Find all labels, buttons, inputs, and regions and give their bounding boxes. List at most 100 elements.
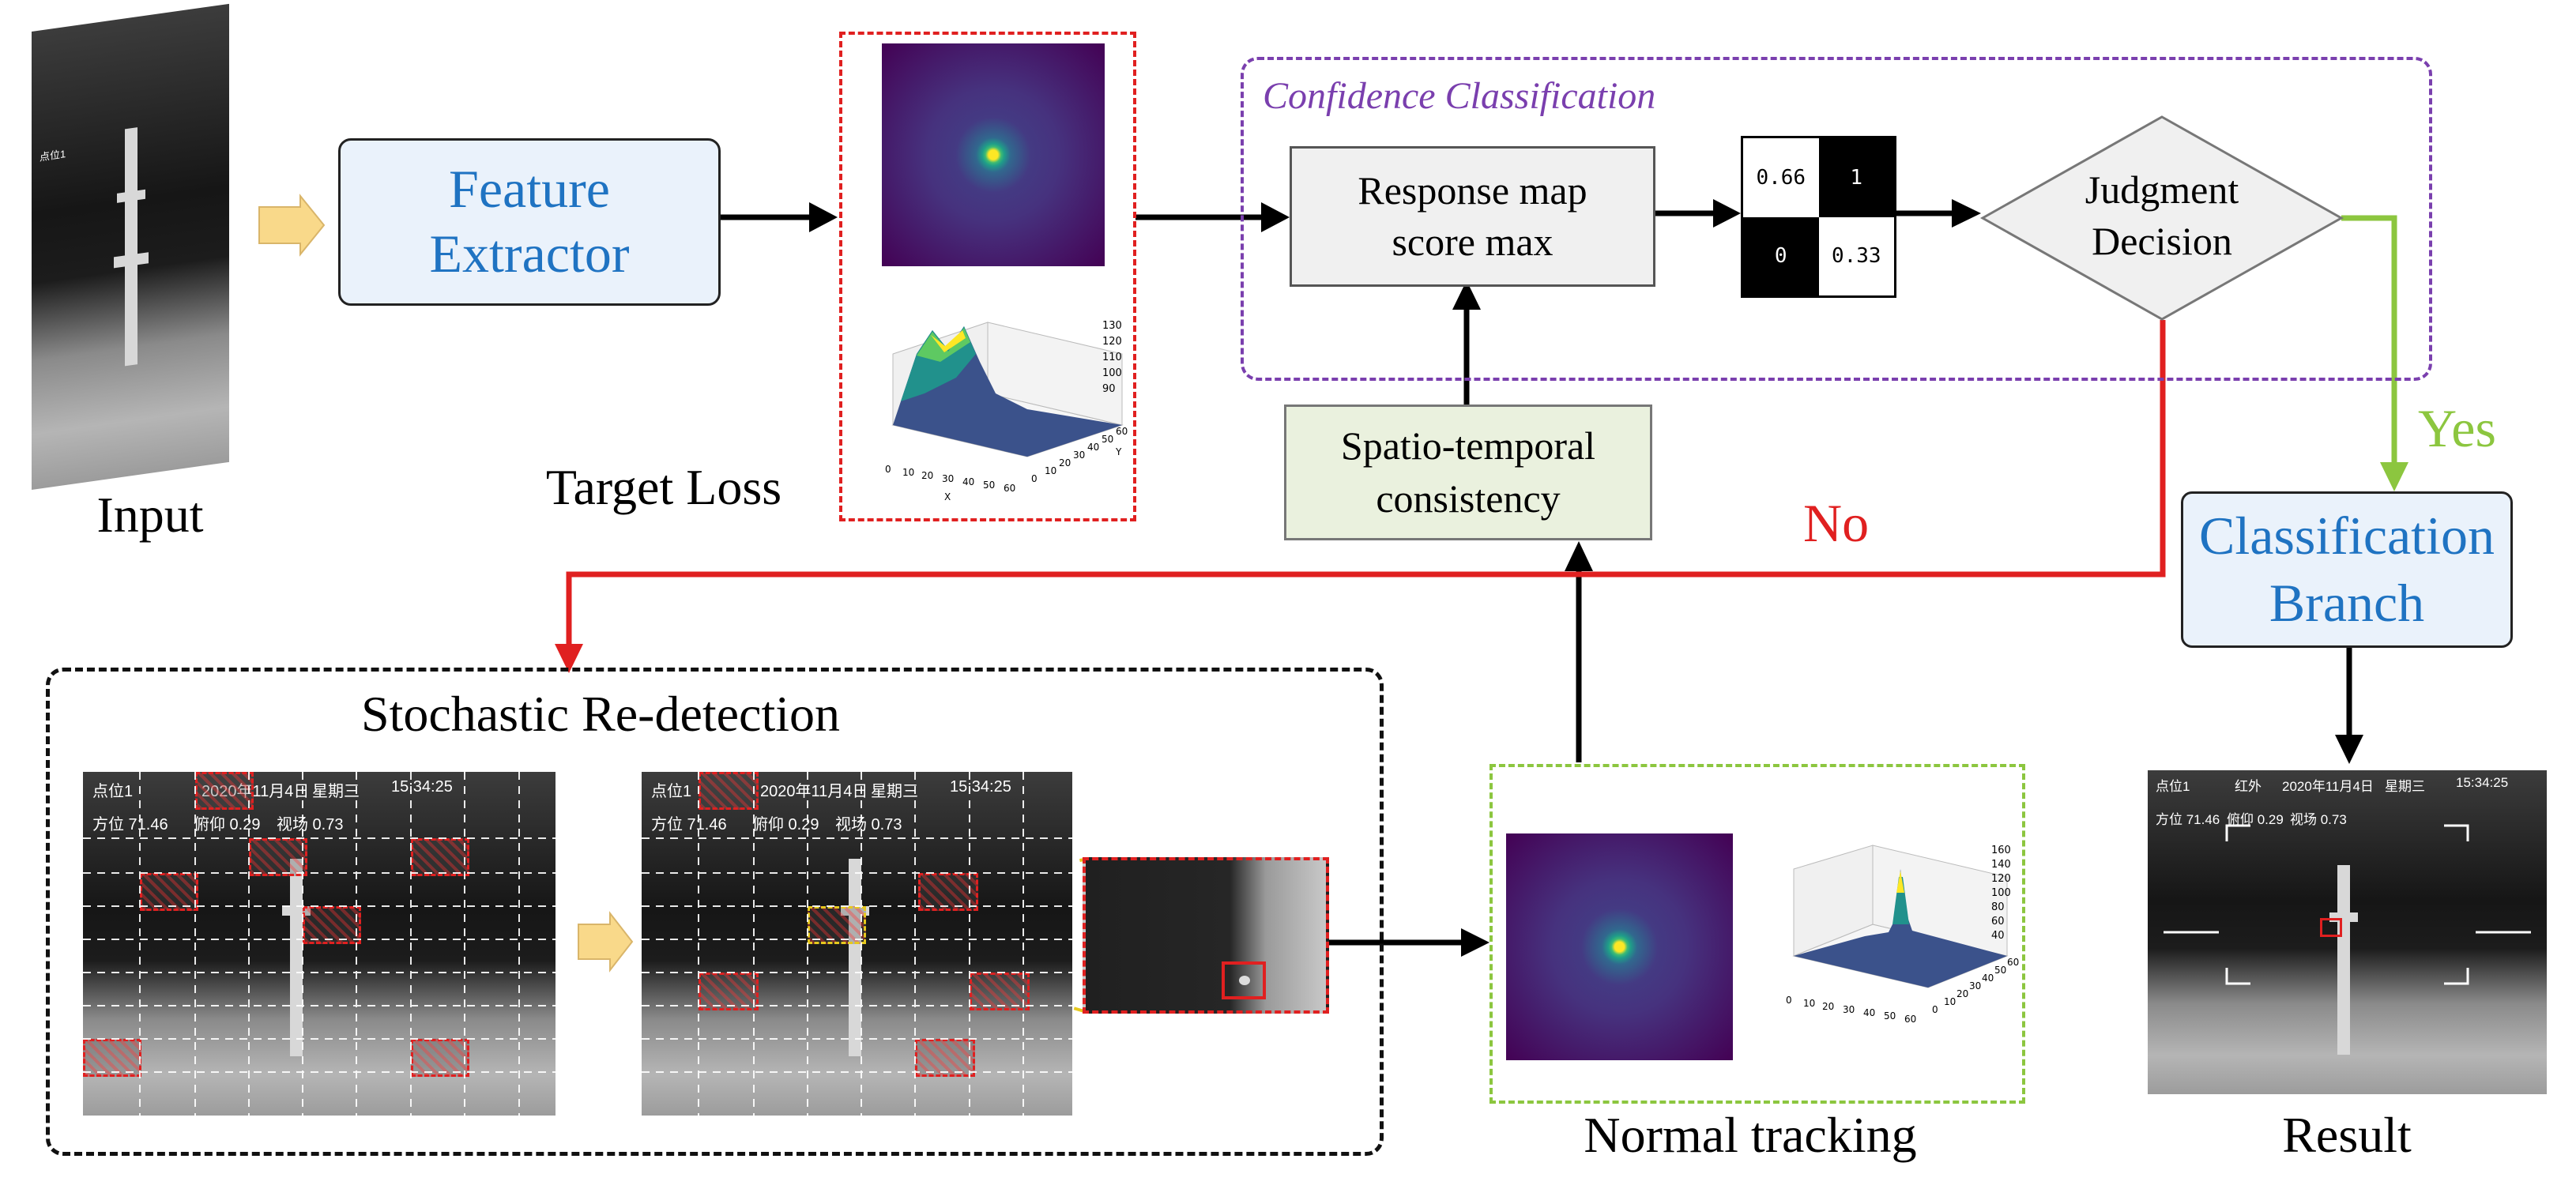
- top-y-label: Y: [1115, 446, 1122, 457]
- arrow-zoom-to-tracking: [1328, 928, 1489, 957]
- arrow-spatio-to-response: [1452, 280, 1481, 404]
- top-x-tick-2: 20: [921, 470, 933, 481]
- arrow-tracking-to-spatio: [1565, 541, 1593, 762]
- top-y-tick-3: 30: [1073, 450, 1085, 461]
- result-hud-time: 15:34:25: [2456, 775, 2509, 790]
- bottom-z-tick-1: 140: [1991, 859, 2011, 871]
- left-hud-pitch: 俯仰 0.29: [194, 816, 261, 833]
- bottom-x-tick-0: 0: [1786, 995, 1792, 1006]
- bottom-z-tick-5: 60: [1991, 916, 2005, 927]
- result-image: 点位1 红外 2020年11月4日 星期三 15:34:25 方位 71.46 …: [2148, 770, 2547, 1094]
- redetect-image-right: 点位1 2020年11月4日 星期三 15:34:25 方位 71.46 俯仰 …: [642, 772, 1072, 1116]
- top-x-tick-1: 10: [902, 467, 914, 478]
- bottom-y-tick-2: 20: [1956, 988, 1968, 999]
- feature-extractor-box: Feature Extractor: [338, 138, 721, 306]
- bottom-x-tick-4: 40: [1863, 1007, 1875, 1018]
- bottom-y-tick-0: 0: [1932, 1004, 1938, 1015]
- top-x-label: X: [944, 491, 951, 502]
- result-hud-azimuth: 方位 71.46: [2156, 812, 2220, 827]
- normal-tracking-label: Normal tracking: [1584, 1107, 1917, 1163]
- top-y-tick-2: 20: [1059, 457, 1071, 468]
- result-hud-weekday: 星期三: [2385, 779, 2425, 794]
- matrix-cell-3: 0.33: [1818, 216, 1894, 295]
- arrow-yes: [2341, 215, 2408, 491]
- matrix-cell-1: 1: [1818, 138, 1894, 217]
- target-loss-box: [839, 32, 1136, 521]
- bottom-z-tick-4: 80: [1991, 901, 2005, 913]
- arrow-matrix-to-judgment: [1896, 199, 1981, 228]
- bottom-x-tick-1: 10: [1803, 998, 1815, 1009]
- judgment-label: Judgment Decision: [2085, 167, 2239, 263]
- stochastic-redetection-frame: [46, 668, 1384, 1156]
- top-y-tick-4: 40: [1087, 442, 1099, 453]
- bottom-y-tick-6: 60: [2007, 957, 2019, 968]
- bottom-x-tick-3: 30: [1843, 1004, 1855, 1015]
- classification-branch-label: Classification Branch: [2199, 506, 2495, 633]
- matrix-cell-0: 0.66: [1743, 138, 1819, 217]
- judgment-diamond: [1979, 115, 2344, 321]
- confidence-classification-title: Confidence Classification: [1263, 75, 1656, 117]
- bottom-x-tick-6: 60: [1904, 1014, 1916, 1025]
- bottom-z-tick-6: 40: [1991, 930, 2005, 942]
- top-x-tick-6: 60: [1004, 483, 1015, 494]
- right-hud-azimuth: 方位 71.46: [651, 816, 727, 833]
- no-label: No: [1803, 493, 1870, 553]
- surface-plot-top: 130 120 110 100 90 0 10 20 30 40 50 60 X…: [885, 320, 1128, 502]
- zoom-target-box: [1222, 961, 1266, 999]
- left-hud-azimuth: 方位 71.46: [92, 816, 168, 833]
- feature-extractor-label: Feature Extractor: [429, 159, 630, 284]
- redetect-arrow-icon: [578, 911, 634, 973]
- input-hud: 点位1: [40, 147, 66, 164]
- bottom-y-tick-3: 30: [1969, 980, 1981, 991]
- response-map-label: Response map score max: [1358, 168, 1587, 264]
- response-heatmap-bottom: [1506, 833, 1733, 1060]
- surface-plot-bottom: 160 140 120 100 80 60 40 0 10 20 30 40 5…: [1786, 845, 2019, 1025]
- left-hud-point: 点位1: [92, 783, 134, 800]
- top-z-tick-2: 110: [1102, 352, 1122, 363]
- right-hud-pitch: 俯仰 0.29: [752, 816, 819, 833]
- top-z-tick-0: 130: [1102, 320, 1122, 332]
- right-hud-fov: 视场 0.73: [835, 816, 902, 833]
- top-x-tick-4: 40: [962, 476, 974, 487]
- top-x-tick-0: 0: [885, 464, 891, 475]
- left-hud-fov: 视场 0.73: [277, 816, 344, 833]
- top-z-tick-3: 100: [1102, 367, 1122, 379]
- bottom-z-tick-2: 120: [1991, 873, 2011, 885]
- stochastic-redetection-title: Stochastic Re-detection: [360, 686, 841, 742]
- left-hud-weekday: 星期三: [312, 783, 360, 800]
- bottom-z-tick-0: 160: [1991, 845, 2011, 856]
- spatio-temporal-box: Spatio-temporal consistency: [1284, 404, 1652, 540]
- arrow-response-to-matrix: [1655, 199, 1741, 228]
- top-x-tick-3: 30: [942, 473, 954, 484]
- right-hud-date: 2020年11月4日: [760, 783, 868, 800]
- right-hud-point: 点位1: [651, 783, 692, 800]
- redetect-image-left: 点位1 2020年11月4日 星期三 15:34:25 方位 71.46 俯仰 …: [83, 772, 555, 1116]
- arrow-extractor-to-loss: [721, 202, 838, 232]
- bottom-y-tick-1: 10: [1944, 996, 1956, 1007]
- bottom-y-tick-5: 50: [1994, 965, 2006, 976]
- left-hud-time: 15:34:25: [391, 778, 453, 796]
- right-hud-time: 15:34:25: [950, 778, 1011, 796]
- result-hud-pitch: 俯仰 0.29: [2227, 812, 2284, 827]
- classification-branch-box: Classification Branch: [2181, 491, 2513, 648]
- arrow-branch-to-result: [2335, 648, 2363, 764]
- top-y-tick-6: 60: [1116, 426, 1128, 437]
- response-heatmap-top: [882, 43, 1105, 266]
- bottom-x-tick-2: 20: [1822, 1001, 1834, 1012]
- bottom-x-tick-5: 50: [1884, 1010, 1896, 1022]
- normal-tracking-box: [1489, 764, 2025, 1104]
- yes-label: Yes: [2418, 398, 2496, 458]
- top-x-tick-5: 50: [983, 480, 995, 491]
- bottom-y-tick-4: 40: [1982, 973, 1994, 984]
- matrix-cell-2: 0: [1743, 216, 1819, 295]
- result-hud-fov: 视场 0.73: [2290, 812, 2347, 827]
- top-y-tick-5: 50: [1102, 434, 1113, 445]
- bottom-z-tick-3: 100: [1991, 887, 2011, 899]
- right-hud-weekday: 星期三: [871, 783, 918, 800]
- input-arrow-icon: [258, 194, 326, 257]
- input-image: 点位1: [32, 3, 229, 490]
- result-hud-point: 点位1: [2156, 779, 2190, 794]
- result-label: Result: [2282, 1107, 2412, 1163]
- confidence-matrix: 0.66 1 0 0.33: [1741, 136, 1896, 298]
- result-hud-mode: 红外: [2235, 779, 2262, 794]
